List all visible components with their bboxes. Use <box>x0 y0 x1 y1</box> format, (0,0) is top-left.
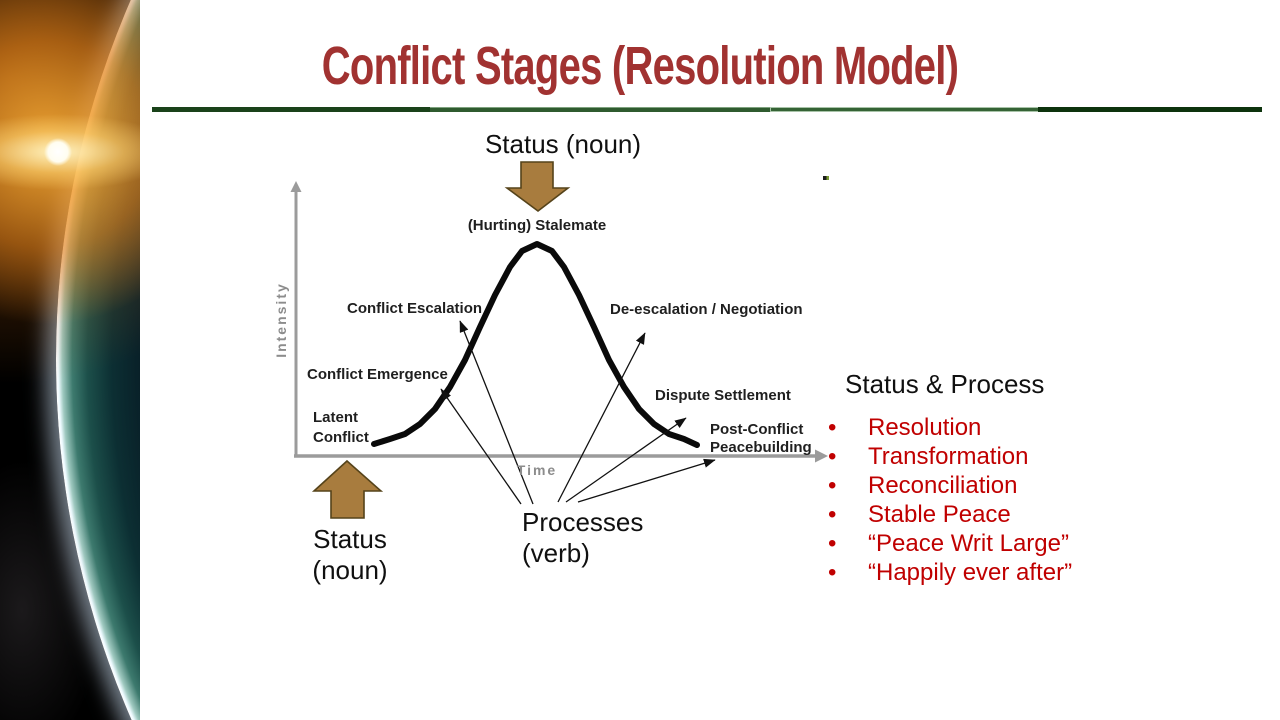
status-bottom-line1: Status <box>313 524 387 554</box>
list-item: Stable Peace <box>826 500 1072 529</box>
y-axis-arrowhead <box>290 181 302 192</box>
x-axis-label: Time <box>517 462 557 478</box>
process-arrows <box>440 320 716 505</box>
process-arrow-settlement <box>565 417 687 503</box>
x-axis-arrowhead <box>815 449 828 463</box>
list-item: Reconciliation <box>826 471 1072 500</box>
divider-segment-4 <box>1038 107 1262 112</box>
divider-segment-1 <box>152 107 430 112</box>
processes-verb-label: Processes (verb) <box>522 507 643 569</box>
status-block-arrow-down <box>504 161 571 213</box>
label-post-line1: Post-Conflict <box>710 421 803 438</box>
process-arrow-escalation <box>459 320 534 505</box>
status-block-arrow-up <box>311 459 384 519</box>
list-item: Resolution <box>826 413 1072 442</box>
status-noun-bottom-label: Status (noun) <box>298 524 402 586</box>
y-axis-label: Intensity <box>273 282 289 358</box>
conflict-intensity-curve <box>371 241 700 448</box>
label-deescalation: De-escalation / Negotiation <box>610 301 803 318</box>
panel-heading: Status & Process <box>845 369 1045 399</box>
conflict-curve-diagram: (Hurting) Stalemate Conflict Escalation … <box>273 161 828 519</box>
processes-line2: (verb) <box>522 538 590 568</box>
process-arrow-deescalation <box>557 332 646 503</box>
artifact-dot <box>823 176 829 180</box>
list-item: Transformation <box>826 442 1072 471</box>
divider-segment-2 <box>430 107 770 112</box>
earth-sunrise-photo <box>0 0 140 720</box>
label-stalemate: (Hurting) Stalemate <box>468 217 606 234</box>
label-settlement: Dispute Settlement <box>655 387 791 404</box>
process-arrow-peacebuilding <box>577 458 716 503</box>
sun-flare <box>0 0 140 720</box>
status-noun-top-label: Status (noun) <box>484 129 642 159</box>
list-item: “Peace Writ Large” <box>826 529 1072 558</box>
status-bottom-line2: (noun) <box>312 555 388 585</box>
label-emergence: Conflict Emergence <box>307 366 448 383</box>
divider-segment-3 <box>770 107 1040 112</box>
label-latent-line1: Latent <box>313 409 358 426</box>
label-latent-line2: Conflict <box>313 429 369 446</box>
list-item: “Happily ever after” <box>826 558 1072 587</box>
label-escalation: Conflict Escalation <box>347 300 482 317</box>
process-arrow-emergence <box>440 388 522 505</box>
label-post-line2: Peacebuilding <box>710 439 812 456</box>
processes-line1: Processes <box>522 507 644 537</box>
slide-title: Conflict Stages (Resolution Model) <box>321 36 959 96</box>
status-process-list: Resolution Transformation Reconciliation… <box>826 413 1072 587</box>
axes <box>290 181 828 463</box>
